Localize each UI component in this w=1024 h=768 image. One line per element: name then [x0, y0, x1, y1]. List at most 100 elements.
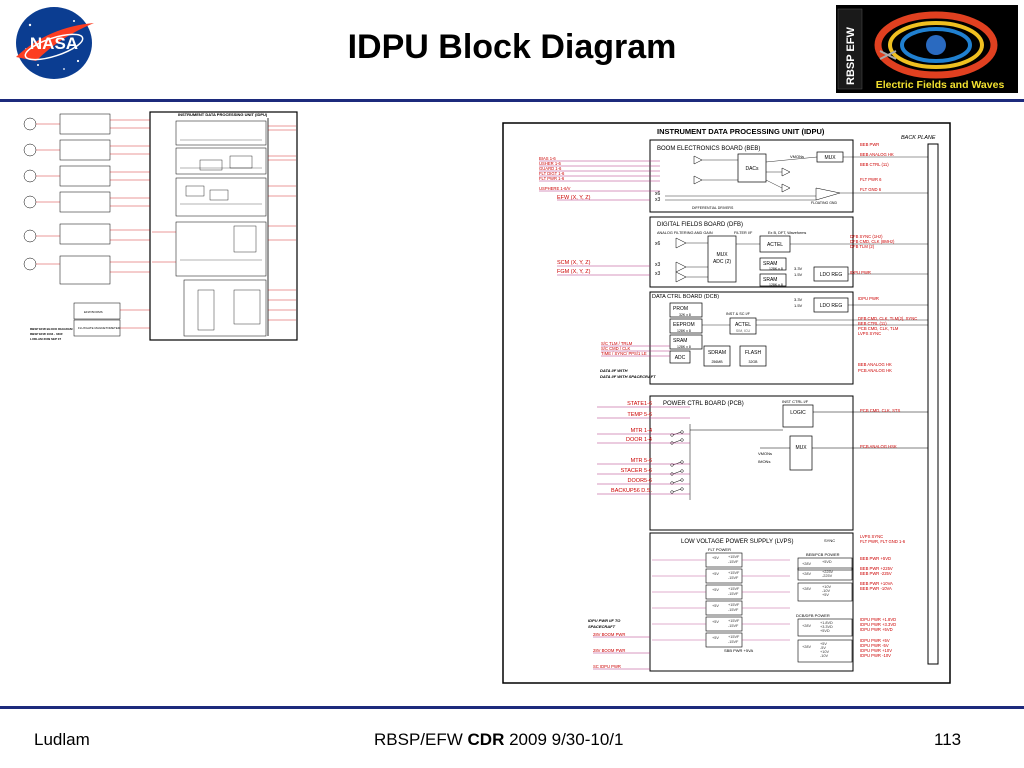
flt-power-value: -15VF — [728, 624, 739, 628]
beb-output-label: BEB CTRL (11) — [860, 162, 889, 167]
beb-output-label: BEB ANALOG HK — [860, 152, 894, 157]
overview-efw-box: EFW BOOMS — [84, 310, 103, 314]
beb-power-value: +5VD — [822, 560, 832, 564]
beb-power-value: -10V — [822, 589, 830, 593]
dcb-power-value: +5VD — [820, 629, 830, 633]
idpu-outer-frame — [502, 122, 951, 684]
page-number: 113 — [934, 730, 962, 749]
efw-logo-vertical-text: RBSP EFW — [845, 27, 857, 85]
dcb-flash — [739, 345, 767, 367]
dfb-sub2: FILTER I/F — [734, 231, 753, 235]
pcb-input-label: TEMP 5-6 — [627, 412, 652, 418]
dfb-sub1: ANALOG FILTERING AND GAIN — [657, 231, 713, 235]
dfb-adc-label: ADC (2) — [713, 259, 731, 265]
lvps-input-label: 28V BOOM PWR — [593, 648, 625, 653]
svg-text:LDO REG: LDO REG — [820, 303, 843, 309]
efw-label: EFW (X, Y, Z) — [557, 195, 591, 201]
beb-output-label: FLT PWR 6 — [860, 177, 882, 182]
svg-text:FLASH: FLASH — [745, 350, 762, 356]
svg-text:SIM, ICU: SIM, ICU — [736, 329, 751, 333]
overview-title: INSTRUMENT DATA PROCESSING UNIT (IDPU) — [178, 112, 268, 117]
pcb-title: POWER CTRL BOARD (PCB) — [663, 401, 744, 407]
dcb-input-label: S/C TLM / TRLM — [601, 341, 633, 346]
svg-text:x6: x6 — [655, 241, 661, 247]
svg-text:LOGIC: LOGIC — [790, 410, 806, 416]
lvps-title: LOW VOLTAGE POWER SUPPLY (LVPS) — [681, 539, 793, 545]
lvps-output-label: BEB PWR +10VA — [860, 581, 893, 586]
dfb-output-label: DFB CMD, CLK (8MHz) — [850, 239, 895, 244]
beb-input-label: FLT DIGT 1-6 — [539, 171, 565, 176]
svg-text:MUX: MUX — [795, 445, 807, 451]
flt-power-value: -15VF — [728, 640, 739, 644]
svg-text:VMONs: VMONs — [758, 451, 772, 456]
flt-power-value: -15VF — [728, 560, 739, 564]
lvps-output-label: IDPU PWR +5VD — [860, 627, 893, 632]
slide-title: IDPU Block Diagram — [347, 28, 677, 66]
beb-power-value: +28V — [802, 587, 811, 591]
flt-power-value: +5V — [712, 620, 719, 624]
dfb-mux-adc — [707, 235, 737, 283]
dfb-sub3: Ex B, DFT, Waveforms — [768, 231, 806, 235]
pcb-input-label: STATE1-6 — [627, 401, 652, 407]
lvps-idpu-pwr-if-1: IDPU PWR I/F TO — [588, 618, 621, 623]
svg-text:ACTEL: ACTEL — [735, 322, 751, 328]
svg-text:IMONs: IMONs — [758, 459, 770, 464]
lvps-input-label: 28V BOOM PWR — [593, 632, 625, 637]
flt-power-value: -15VF — [728, 592, 739, 596]
idpu-title: INSTRUMENT DATA PROCESSING UNIT (IDPU) — [657, 127, 825, 136]
dcb-title: DATA CTRL BOARD (DCB) — [652, 294, 719, 300]
svg-text:SRAM: SRAM — [673, 338, 687, 344]
svg-text:1.5V: 1.5V — [794, 303, 803, 308]
dcb-power-value: +28V — [802, 645, 811, 649]
dfb-sram-1 — [759, 257, 787, 271]
lvps-idpu-pwr-if-2: SPACECRAFT — [588, 624, 616, 629]
dcb-power-cell — [797, 639, 853, 663]
dcb-sdram — [703, 345, 731, 367]
flt-power-value: +5V — [712, 636, 719, 640]
overview-legend-3: LUDLAM 2009 SEP 07 — [30, 337, 61, 341]
pcb-input-label: STACER 5-6 — [621, 468, 652, 474]
svg-text:FLT POWER: FLT POWER — [708, 547, 731, 552]
beb-input-label: USPHERE 1-6/V — [539, 186, 571, 191]
dcb-output-label: PCB CMD, CLK, TLM — [858, 326, 899, 331]
dcb-power-value: +5V — [820, 642, 827, 646]
beb-input-label: USHER 1-6 — [539, 161, 562, 166]
beb-mux-label: MUX — [824, 155, 836, 161]
pcb-input-label: DOOR 1-4 — [626, 437, 652, 443]
svg-text:ADC: ADC — [675, 355, 686, 361]
dcb-input-label: TIME / SYNC/ PPS/1 LE — [601, 351, 647, 356]
dcb-output-label: LVPS SYNC — [858, 331, 881, 336]
svg-text:SYNC: SYNC — [824, 538, 835, 543]
dcb-power-value: +1.8VD — [820, 621, 833, 625]
beb-x3: x3 — [655, 197, 661, 203]
dcb-data-if-1: DATA I/F WITH — [600, 368, 628, 373]
dfb-actel-label: ACTEL — [767, 242, 783, 248]
flt-power-value: +5V — [712, 604, 719, 608]
lvps-input-label: SC IDPU PWR — [593, 664, 621, 669]
dcb-input-label: S/C CMD / CLK — [601, 346, 631, 351]
pcb-output-label: PCB ANALOG HSK — [860, 444, 897, 449]
lvps-output-label: IDPU PWR -10V — [860, 653, 891, 658]
beb-input-label: GUARD 1-6 — [539, 166, 562, 171]
lvps-beb-rows: +28V+5VD+28V+225V-225V+28V+10V-10V+5V — [797, 557, 853, 602]
lvps-output-label: BEB PWR -10VA — [860, 586, 892, 591]
nasa-logo: NASA — [8, 5, 100, 81]
flt-power-value: -15VF — [728, 576, 739, 580]
beb-power-value: +28V — [802, 572, 811, 576]
beb-title: BOOM ELECTRONICS BOARD (BEB) — [657, 146, 760, 152]
lvps-board — [649, 532, 854, 672]
overview-legend-2: RBSP EFW 1004 - 040F — [30, 332, 63, 336]
pcb-input-label: MTR 1-4 — [631, 428, 652, 434]
dfb-ldo-label: LDO REG — [820, 272, 843, 278]
flt-power-value: +15VF — [728, 603, 740, 607]
svg-text:32K x 8: 32K x 8 — [679, 313, 691, 317]
lvps-dcb-rows: +28V+1.8VD+3.3VD+5VD+28V+5V-5V+10V-10V — [797, 618, 853, 663]
svg-text:x3: x3 — [655, 271, 661, 277]
flt-power-value: +15VF — [728, 571, 740, 575]
dfb-board — [649, 216, 854, 288]
svg-text:128K x 8: 128K x 8 — [769, 283, 783, 287]
beb-vmon-label: VMONs — [790, 154, 804, 159]
beb-output-label: FLT GND 6 — [860, 187, 882, 192]
svg-text:SBB PWR +5VA: SBB PWR +5VA — [724, 648, 753, 653]
dfb-sram-2 — [759, 273, 787, 287]
